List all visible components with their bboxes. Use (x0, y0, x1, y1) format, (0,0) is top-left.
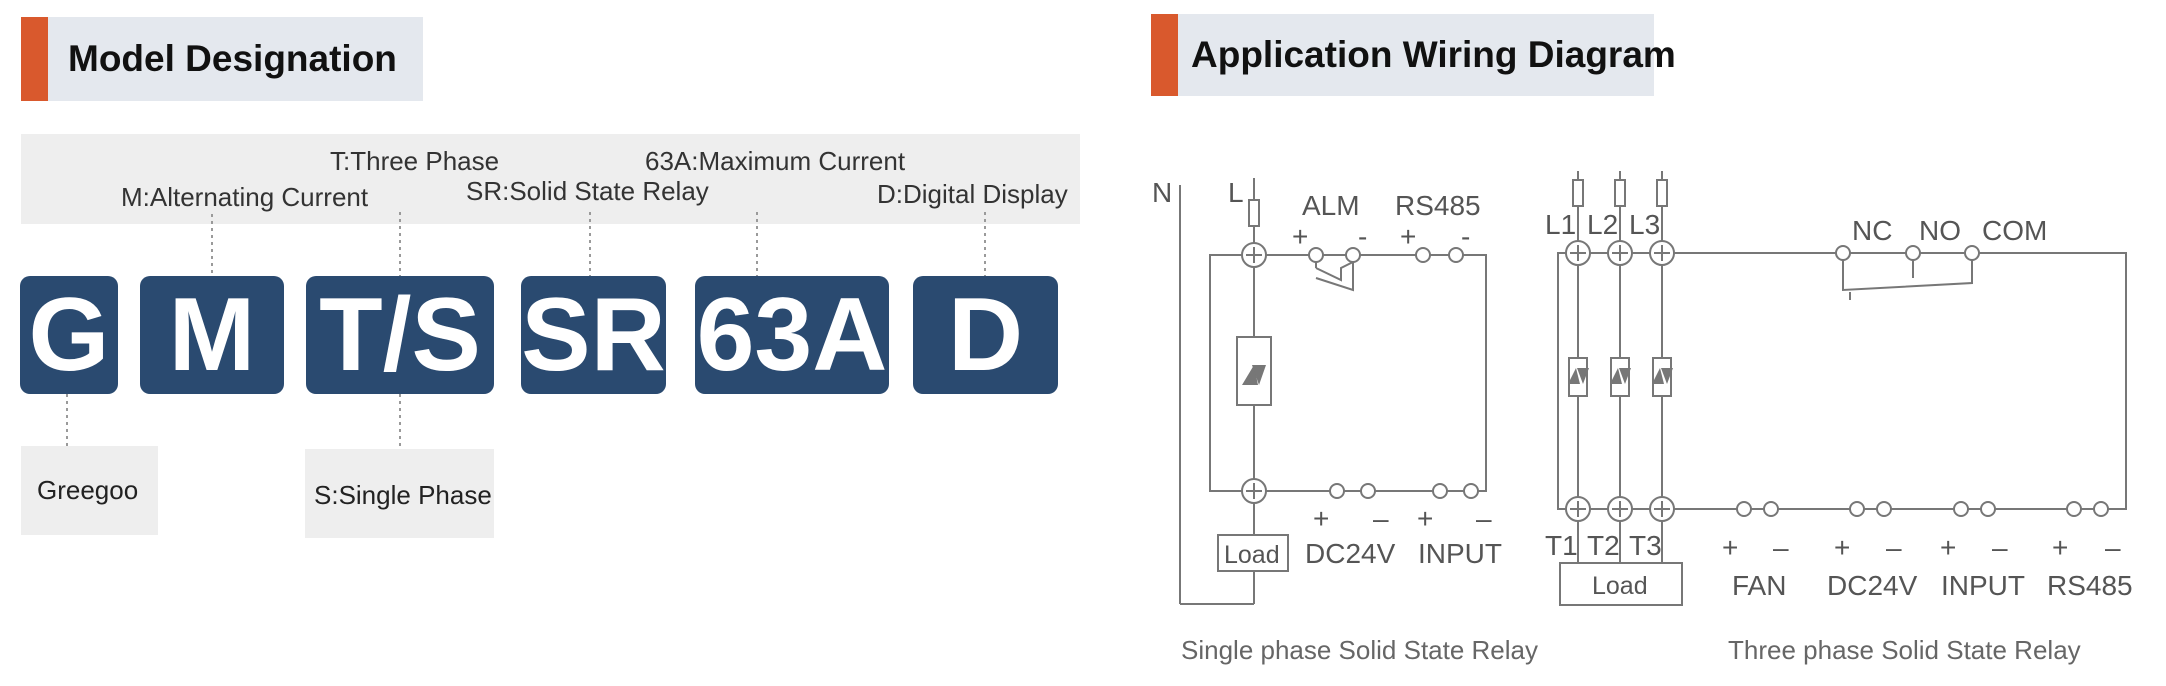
label-solid-state-relay: SR:Solid State Relay (466, 176, 709, 206)
label-rs485-three-plus: + (2052, 532, 2068, 563)
three-phase-triac-icons (1568, 368, 1673, 384)
label-t1: T1 (1545, 530, 1578, 561)
label-dc24v-plus: + (1313, 503, 1329, 534)
label-l: L (1228, 177, 1244, 208)
label-input-three-minus: – (1992, 532, 2008, 563)
label-t2: T2 (1587, 530, 1620, 561)
label-input-minus: – (1476, 503, 1492, 534)
code-box-g: G (20, 276, 118, 394)
label-input-three-plus: + (1940, 532, 1956, 563)
single-phase-caption: Single phase Solid State Relay (1181, 635, 1538, 665)
label-l3: L3 (1629, 209, 1660, 240)
label-fan-minus: – (1773, 532, 1789, 563)
model-designation-header: Model Designation (21, 17, 423, 101)
greegoo-label: Greegoo (37, 475, 139, 505)
label-load-three: Load (1592, 572, 1648, 600)
single-phase-label: S:Single Phase (314, 480, 492, 510)
three-phase-caption: Three phase Solid State Relay (1728, 635, 2081, 665)
label-dc24v-single: DC24V (1305, 538, 1396, 569)
three-phase-diagram (1557, 171, 2127, 606)
label-band (21, 134, 1080, 224)
label-fan-plus: + (1722, 532, 1738, 563)
label-dc24v-three-minus: – (1886, 532, 1902, 563)
label-alm: ALM (1302, 190, 1360, 221)
label-rs485-three-minus: – (2105, 532, 2121, 563)
label-input-plus: + (1417, 503, 1433, 534)
single-phase-triac-icon (1242, 365, 1266, 385)
code-box-63a: 63A (695, 276, 889, 394)
label-three-phase: T:Three Phase (330, 146, 500, 176)
code-box-t-s: T/S (306, 276, 494, 394)
label-max-current: 63A:Maximum Current (645, 146, 906, 176)
label-digital-display: D:Digital Display (877, 179, 1068, 209)
label-rs485-plus: + (1400, 221, 1416, 252)
label-load-single: Load (1224, 541, 1280, 569)
label-rs485-single: RS485 (1395, 190, 1481, 221)
label-input-three: INPUT (1941, 570, 2025, 601)
label-alm-minus: - (1358, 221, 1367, 252)
label-alternating-current: M:Alternating Current (121, 182, 369, 212)
three-phase-terminals (1565, 240, 2109, 522)
code-box-d: D (913, 276, 1058, 394)
label-fan: FAN (1732, 570, 1786, 601)
label-dc24v-three-plus: + (1834, 532, 1850, 563)
label-l1: L1 (1545, 209, 1576, 240)
model-designation-title: Model Designation (68, 38, 397, 79)
label-dc24v-minus: – (1373, 503, 1389, 534)
label-dc24v-three: DC24V (1827, 570, 1918, 601)
header-accent-bar (1151, 14, 1178, 96)
label-t3: T3 (1629, 530, 1662, 561)
wiring-diagram-title: Application Wiring Diagram (1191, 34, 1676, 75)
single-phase-terminals (1241, 242, 1479, 504)
label-l2: L2 (1587, 209, 1618, 240)
label-nc: NC (1852, 215, 1892, 246)
greegoo-box: Greegoo (21, 446, 158, 535)
label-alm-plus: + (1292, 221, 1308, 252)
label-input-single: INPUT (1418, 538, 1502, 569)
label-rs485-three: RS485 (2047, 570, 2133, 601)
single-phase-box: S:Single Phase (305, 449, 494, 538)
code-box-sr: SR (521, 276, 666, 394)
label-no: NO (1919, 215, 1961, 246)
header-accent-bar (21, 17, 48, 101)
label-rs485-minus: - (1461, 221, 1470, 252)
code-box-m: M (140, 276, 284, 394)
label-com: COM (1982, 215, 2047, 246)
wiring-diagram-header: Application Wiring Diagram (1151, 14, 1676, 96)
label-n: N (1152, 177, 1172, 208)
